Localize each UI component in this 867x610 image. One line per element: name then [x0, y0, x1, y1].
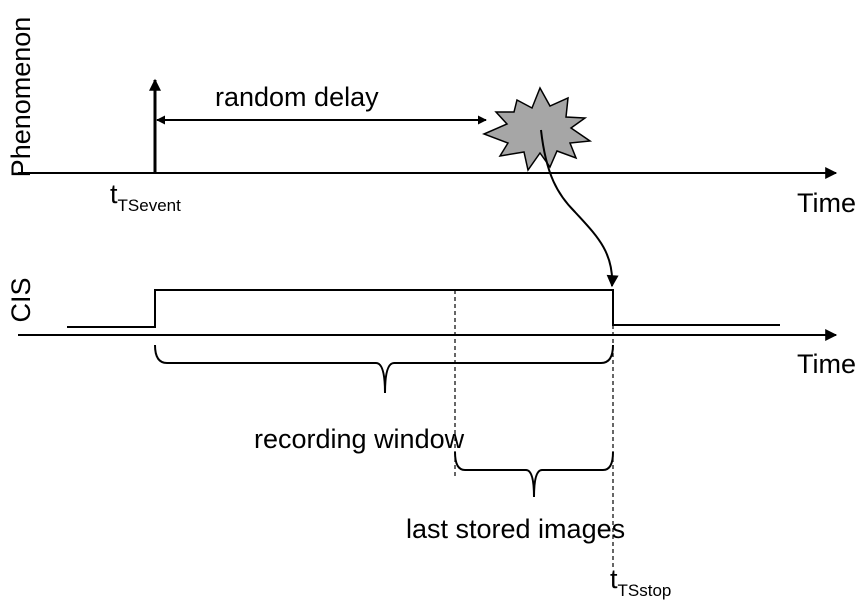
- recording-window-label: recording window: [254, 424, 465, 454]
- recording-window-brace: [154, 344, 614, 394]
- stored-images-brace: [454, 451, 614, 498]
- cis-axis-label: CIS: [6, 277, 36, 322]
- stop-time-label: tTSstop: [610, 564, 671, 600]
- stored-images-label: last stored images: [406, 514, 625, 544]
- event-time-label: tTSevent: [110, 179, 181, 215]
- event-time-base: t: [110, 179, 118, 209]
- trigger-curve-arrow: [540, 129, 619, 288]
- event-time-subscript: TSevent: [118, 196, 182, 215]
- phenomenon-time-label: Time: [797, 188, 856, 218]
- stop-time-base: t: [610, 564, 618, 594]
- cis-recording-signal: [67, 289, 780, 328]
- phenomenon-burst-icon: [482, 86, 593, 172]
- cis-time-label: Time: [797, 349, 856, 379]
- phenomenon-axis-label: Phenomenon: [6, 17, 36, 178]
- random-delay-label: random delay: [215, 82, 379, 112]
- stop-time-subscript: TSstop: [618, 581, 672, 600]
